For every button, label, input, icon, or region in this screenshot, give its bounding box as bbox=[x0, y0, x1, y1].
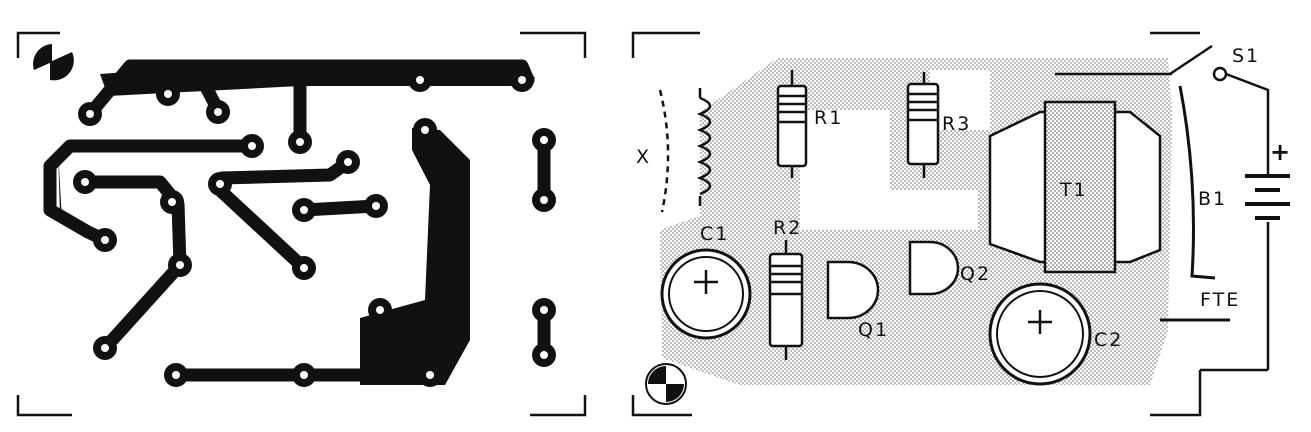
label-r1: R1 bbox=[814, 107, 843, 129]
label-r3: R3 bbox=[942, 113, 971, 135]
label-r2: R2 bbox=[773, 217, 802, 239]
pcb-pads bbox=[73, 68, 556, 387]
clear-areas bbox=[800, 70, 990, 230]
label-c1: C1 bbox=[700, 223, 729, 245]
crop-marks-right bbox=[631, 31, 1202, 417]
label-fte: FTE bbox=[1200, 289, 1240, 311]
label-q2: Q2 bbox=[960, 263, 991, 285]
label-b1: B1 bbox=[1198, 188, 1227, 210]
registration-mark-left bbox=[33, 44, 74, 81]
transistor-q2 bbox=[908, 240, 960, 296]
transistor-q1 bbox=[826, 260, 880, 320]
battery-b1 bbox=[1200, 174, 1290, 372]
label-c2: C2 bbox=[1094, 329, 1123, 351]
pcb-copper-panel bbox=[16, 31, 587, 417]
transformer-t1 bbox=[988, 100, 1162, 274]
coil-x bbox=[658, 88, 712, 213]
battery-plus-sign: + bbox=[1270, 138, 1290, 166]
label-s1: S1 bbox=[1232, 45, 1260, 67]
label-x: X bbox=[636, 146, 651, 168]
registration-mark-right bbox=[645, 363, 687, 405]
component-layout-panel: X R1 R3 R2 bbox=[631, 31, 1290, 417]
resistor-r1 bbox=[776, 70, 808, 178]
switch-s1 bbox=[1055, 44, 1270, 176]
crop-marks-left bbox=[16, 31, 587, 417]
copper-pour bbox=[58, 60, 535, 385]
speaker-fte bbox=[1160, 85, 1230, 322]
capacitor-c2 bbox=[988, 282, 1092, 386]
capacitor-c1 bbox=[660, 248, 752, 340]
label-q1: Q1 bbox=[858, 319, 889, 341]
resistor-r2 bbox=[768, 240, 804, 360]
resistor-r3 bbox=[906, 72, 940, 178]
label-t1: T1 bbox=[1059, 179, 1088, 201]
